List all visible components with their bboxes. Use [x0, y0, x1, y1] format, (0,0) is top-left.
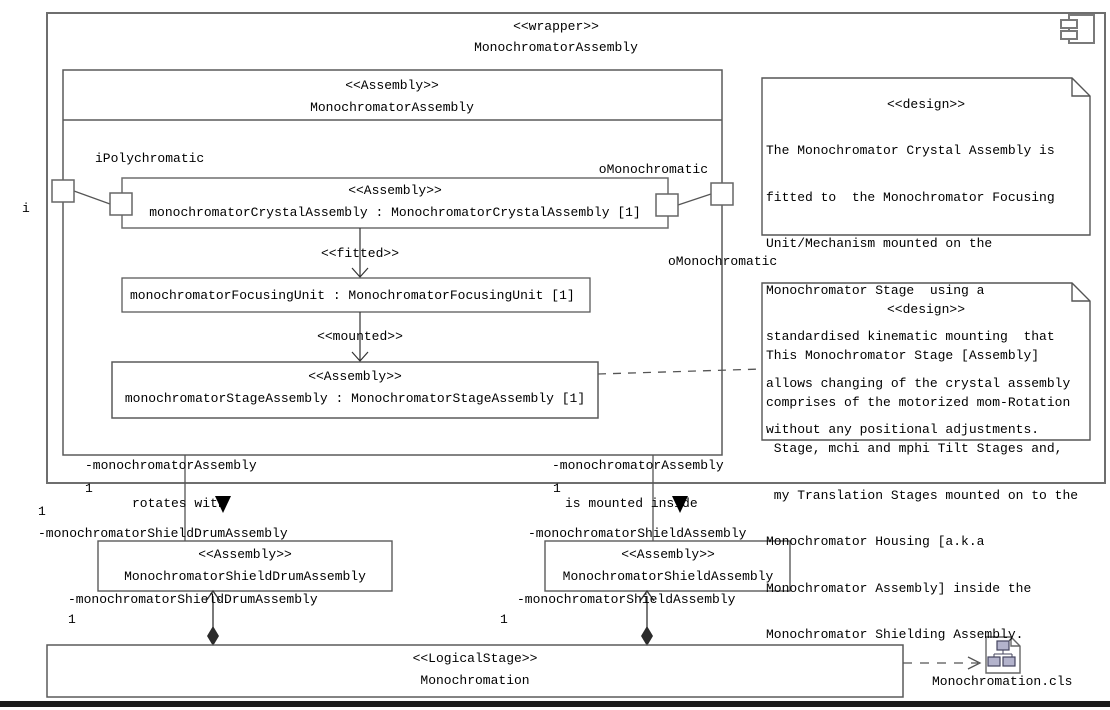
shield-drum-name: MonochromatorShieldDrumAssembly — [124, 569, 366, 584]
note1-line: Monochromator Stage using a — [766, 282, 985, 298]
shield-role-below: -monochromatorShieldAssembly — [517, 592, 736, 607]
note1-line: The Monochromator Crystal Assembly is — [766, 143, 1055, 158]
window-bottom-edge — [0, 701, 1110, 707]
shield-drum-role-below: -monochromatorShieldDrumAssembly — [68, 592, 318, 607]
stage-stereotype: <<Assembly>> — [308, 369, 402, 384]
monochromation-box[interactable] — [46, 644, 904, 698]
cls-arrowhead — [967, 656, 982, 670]
shield-name: MonochromatorShieldAssembly — [562, 569, 774, 584]
port-connector-left[interactable] — [73, 190, 111, 205]
stage-part-box[interactable] — [111, 361, 599, 419]
crystal-stereotype: <<Assembly>> — [348, 183, 442, 198]
left-assoc-mult-top: 1 — [85, 481, 93, 496]
note2-line: Monochromator Shielding Assembly. — [766, 627, 1024, 642]
wrapper-box[interactable] — [46, 12, 1106, 484]
cls-file-label: Monochromation.cls — [932, 674, 1073, 689]
note2-line: Monochromator Assembly] inside the — [766, 580, 1032, 596]
assembly-name: MonochromatorAssembly — [310, 100, 474, 115]
right-assoc-role-bottom: -monochromatorShieldAssembly — [528, 526, 747, 541]
note2-stereotype: <<design>> — [886, 302, 965, 317]
port-omonochromatic-boundary[interactable] — [710, 182, 734, 206]
shield-drum-mult-below: 1 — [68, 612, 76, 627]
note1-line: Unit/Mechanism mounted on the — [766, 236, 993, 251]
component-icon — [1060, 14, 1095, 44]
note2-line: comprises of the motorized mom-Rotation — [766, 394, 1071, 410]
logical-stage-name: Monochromation — [420, 673, 530, 688]
logical-stage-stereotype: <<LogicalStage>> — [412, 651, 538, 666]
composition-left-diamond — [207, 626, 219, 646]
wrapper-name: MonochromatorAssembly — [474, 40, 638, 55]
design-note-1[interactable] — [761, 77, 1091, 236]
fitted-label: <<fitted>> — [320, 246, 399, 261]
left-assoc-mult-outer: 1 — [38, 504, 46, 519]
rotates-with-direction-triangle — [215, 496, 231, 513]
note1-line: fitted to the Monochromator Focusing — [766, 189, 1055, 205]
omonochromatic-inner-label: oMonochromatic — [668, 254, 778, 269]
port-connector-right[interactable] — [677, 193, 712, 206]
note2-line: my Translation Stages mounted on to the — [766, 487, 1079, 503]
left-assoc-role-top: -monochromatorAssembly — [85, 458, 257, 473]
ipolychromatic-label: iPolychromatic — [95, 151, 205, 166]
fitted-arrowhead — [351, 267, 369, 278]
note1-stereotype: <<design>> — [886, 97, 965, 112]
left-assoc-name: rotates with — [132, 496, 226, 511]
omonochromatic-top-label: oMonochromatic — [598, 162, 708, 177]
note2-text: This Monochromator Stage [Assembly] comp… — [766, 318, 1078, 674]
note1-line: allows changing of the crystal assembly — [766, 375, 1071, 391]
shield-drum-box[interactable] — [97, 540, 393, 592]
mounted-arrowhead — [351, 351, 369, 362]
shield-mult-below: 1 — [500, 612, 508, 627]
note2-line: Monochromator Housing [a.k.a — [766, 534, 985, 549]
shield-stereotype: <<Assembly>> — [621, 547, 715, 562]
design-note-2[interactable] — [761, 282, 1091, 441]
note-anchor-line[interactable] — [597, 368, 763, 375]
shield-drum-stereotype: <<Assembly>> — [198, 547, 292, 562]
mounted-label: <<mounted>> — [317, 329, 403, 344]
note1-line: without any positional adjustments. — [766, 422, 1040, 437]
note2-line: This Monochromator Stage [Assembly] — [766, 348, 1040, 363]
note1-text: The Monochromator Crystal Assembly is fi… — [766, 113, 1070, 469]
note1-line: standardised kinematic mounting that — [766, 329, 1055, 344]
right-assoc-mult-top: 1 — [553, 481, 561, 496]
right-assoc-name: is mounted inside — [565, 496, 698, 511]
composition-right-diamond — [641, 626, 653, 646]
wrapper-stereotype: <<wrapper>> — [513, 19, 599, 34]
focusing-part-box[interactable] — [121, 277, 591, 313]
composition-right-arrowhead — [639, 589, 655, 602]
note2-line: Stage, mchi and mphi Tilt Stages and, — [766, 441, 1063, 456]
assembly-stereotype: <<Assembly>> — [345, 78, 439, 93]
composition-left-arrowhead — [205, 589, 221, 602]
port-i-outer[interactable] — [51, 179, 75, 203]
design-note-2-fold — [1071, 283, 1090, 302]
port-ipolychromatic[interactable] — [109, 192, 133, 216]
assembly-box[interactable] — [62, 69, 723, 456]
design-note-1-fold — [1071, 78, 1090, 97]
shield-box[interactable] — [544, 540, 791, 592]
crystal-name: monochromatorCrystalAssembly : Monochrom… — [149, 205, 641, 220]
left-assoc-role-bottom: -monochromatorShieldDrumAssembly — [38, 526, 288, 541]
stage-name: monochromatorStageAssembly : Monochromat… — [124, 391, 586, 406]
right-assoc-role-top: -monochromatorAssembly — [552, 458, 724, 473]
focusing-name: monochromatorFocusingUnit : Monochromato… — [130, 288, 575, 303]
port-i-label: i — [22, 201, 30, 216]
cls-file-icon[interactable] — [985, 636, 1021, 674]
port-omonochromatic-part[interactable] — [655, 193, 679, 217]
is-mounted-inside-direction-triangle — [672, 496, 688, 513]
